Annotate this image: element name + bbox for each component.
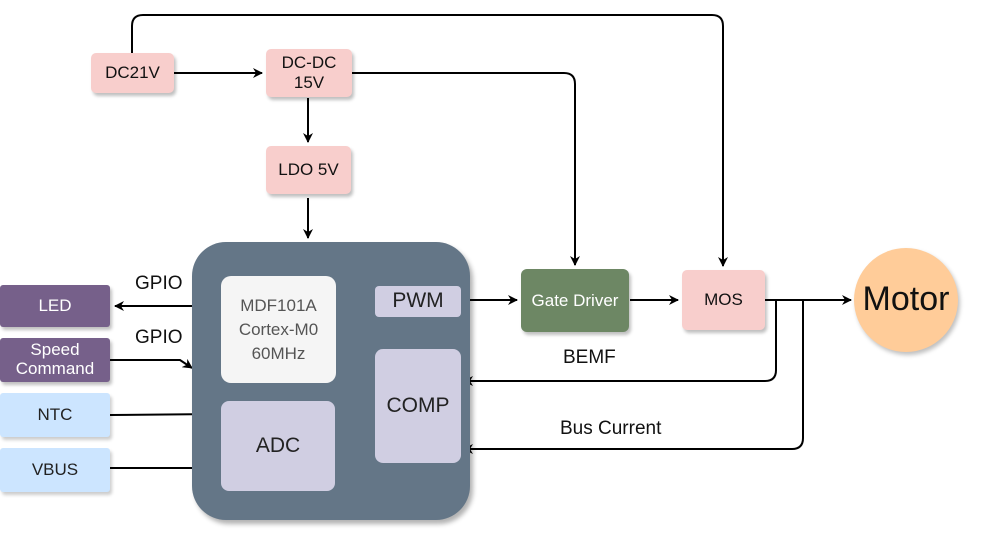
dc21v-label: DC21V bbox=[105, 63, 160, 83]
wire-bus-current bbox=[463, 300, 804, 454]
dcdc-label-line2: 15V bbox=[293, 73, 325, 92]
speed-command-box: Speed Command bbox=[0, 338, 110, 382]
wire-dc21v-to-mos bbox=[131, 14, 728, 267]
comp-label: COMP bbox=[386, 393, 450, 417]
gate-driver-label: Gate Driver bbox=[531, 290, 619, 310]
mos-box: MOS bbox=[682, 270, 765, 330]
gpio-output-label: GPIO bbox=[135, 273, 183, 294]
ntc-box: NTC bbox=[0, 393, 110, 437]
pwm-label: PWM bbox=[392, 289, 444, 313]
wire-dcdc-to-gate bbox=[352, 72, 580, 266]
vbus-label: VBUS bbox=[31, 460, 79, 480]
vbus-box: VBUS bbox=[0, 448, 110, 492]
led-box: LED bbox=[0, 285, 110, 327]
mcu-core-line1: MDF101A bbox=[240, 295, 317, 315]
led-label: LED bbox=[38, 296, 72, 316]
gpio-input-label: GPIO bbox=[135, 327, 183, 348]
mcu-core-box: MDF101A Cortex-M0 60MHz bbox=[221, 276, 336, 383]
ldo-label: LDO 5V bbox=[278, 160, 339, 180]
dcdc-box: DC-DC 15V bbox=[266, 49, 352, 97]
speed-command-line1: Speed bbox=[30, 340, 80, 360]
bus-current-label: Bus Current bbox=[560, 418, 662, 439]
bemf-label: BEMF bbox=[563, 347, 616, 368]
mos-label: MOS bbox=[704, 290, 743, 310]
wire-bemf bbox=[463, 300, 777, 386]
pwm-box: PWM bbox=[375, 286, 461, 317]
adc-label: ADC bbox=[255, 433, 301, 457]
comp-box: COMP bbox=[375, 349, 461, 463]
ntc-label: NTC bbox=[37, 405, 73, 425]
dc21v-box: DC21V bbox=[91, 53, 174, 93]
motor-circle: Motor bbox=[854, 248, 958, 352]
speed-command-line2: Command bbox=[15, 359, 95, 378]
adc-box: ADC bbox=[221, 401, 335, 491]
gate-driver-box: Gate Driver bbox=[521, 269, 629, 332]
motor-label: Motor bbox=[862, 280, 950, 319]
ldo-box: LDO 5V bbox=[266, 146, 351, 194]
mcu-core-line2: Cortex-M0 bbox=[238, 319, 319, 339]
mcu-core-line3: 60MHz bbox=[251, 343, 306, 363]
dcdc-label-line1: DC-DC bbox=[281, 53, 337, 73]
wire-speed-to-mcu bbox=[110, 358, 193, 369]
